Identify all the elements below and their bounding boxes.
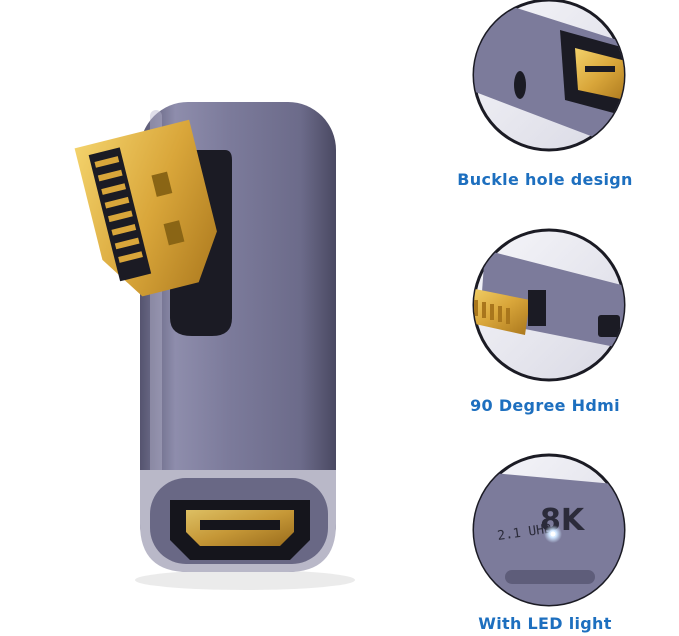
detail-circle-led: 8K 2.1 UHD — [472, 453, 626, 607]
feature-label-90-degree: 90 Degree Hdmi — [470, 396, 620, 415]
female-hdmi-port — [170, 500, 310, 560]
detail-circle-buckle — [472, 0, 626, 152]
feature-label-led: With LED light — [478, 614, 612, 633]
feature-label-buckle: Buckle hole design — [457, 170, 633, 189]
hdmi-adapter — [74, 102, 355, 590]
detail-circle-90-degree — [472, 228, 626, 382]
male-hdmi-plug — [74, 119, 217, 297]
